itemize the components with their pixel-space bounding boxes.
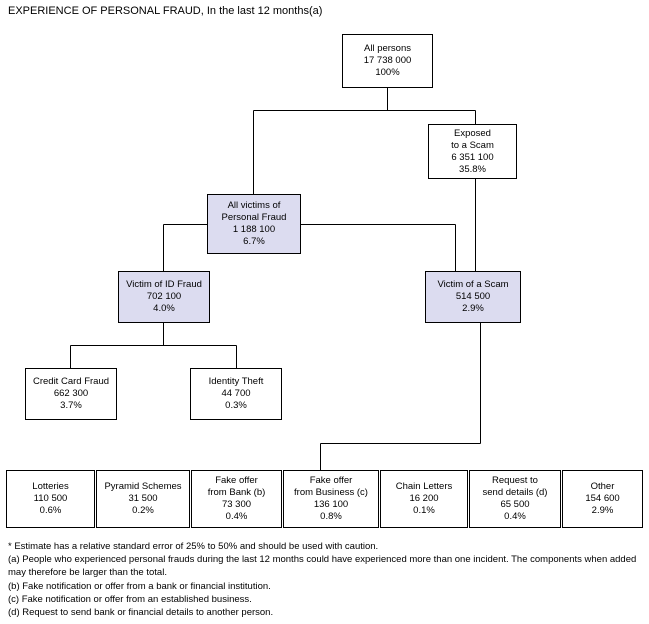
node-value: 514 500 — [455, 291, 491, 302]
node-percent: 0.3% — [225, 400, 247, 411]
node-value: 154 600 — [585, 493, 620, 504]
node-percent: 0.6% — [39, 505, 62, 516]
node-label: Lotteries — [32, 481, 69, 492]
node-percent: 100% — [375, 67, 400, 78]
node-value: 1 188 100 — [232, 224, 276, 235]
node-percent: 4.0% — [153, 303, 175, 314]
footnotes-block: * Estimate has a relative standard error… — [8, 540, 642, 619]
node-value: 73 300 — [221, 499, 252, 510]
node-percent: 2.9% — [462, 303, 484, 314]
page-title: EXPERIENCE OF PERSONAL FRAUD, In the las… — [8, 5, 323, 17]
node-value: 16 200 — [409, 493, 439, 504]
node-label: Identity Theft — [208, 376, 264, 387]
node-value: 17 738 000 — [363, 55, 412, 66]
node-percent: 3.7% — [60, 400, 82, 411]
node-label: Request to send details (d) — [482, 475, 548, 498]
node-percent: 0.1% — [413, 505, 435, 516]
node-label: Pyramid Schemes — [104, 481, 182, 492]
node-percent: 0.4% — [504, 511, 526, 522]
node-label: Victim of ID Fraud — [126, 279, 202, 290]
node-value: 6 351 100 — [451, 151, 494, 163]
node-percent: 35.8% — [459, 163, 486, 175]
node-label: Victim of a Scam — [437, 279, 509, 290]
node-value: 702 100 — [146, 291, 182, 302]
node-value: 65 500 — [500, 499, 530, 510]
node-percent: 0.8% — [320, 511, 342, 522]
footnote-5: (d) Request to send bank or financial de… — [8, 607, 274, 619]
node-label: Fake offer from Business (c) — [294, 475, 368, 498]
footnote-1: * Estimate has a relative standard error… — [8, 541, 379, 552]
node-value: 662 300 — [53, 388, 89, 399]
node-value: 44 700 — [221, 388, 251, 399]
node-label: Fake offer from Bank (b) — [207, 475, 266, 498]
node-label: Other — [590, 481, 615, 492]
node-label: All persons — [364, 43, 411, 54]
node-label: Exposed to a Scam — [451, 127, 494, 151]
footnote-2: (a) People who experienced personal frau… — [8, 554, 637, 579]
node-percent: 0.4% — [225, 511, 248, 522]
node-value: 136 100 — [313, 499, 349, 510]
footnote-3: (b) Fake notification or offer from a ba… — [8, 580, 271, 592]
node-percent: 0.2% — [132, 505, 154, 516]
node-percent: 6.7% — [243, 236, 265, 247]
node-label: Credit Card Fraud — [32, 376, 110, 387]
node-label: All victims of Personal Fraud — [221, 200, 287, 223]
node-value: 31 500 — [128, 493, 158, 504]
node-value: 110 500 — [33, 493, 68, 504]
node-percent: 2.9% — [591, 505, 614, 516]
node-label: Chain Letters — [395, 481, 453, 492]
footnote-4: (c) Fake notification or offer from an e… — [8, 593, 252, 605]
